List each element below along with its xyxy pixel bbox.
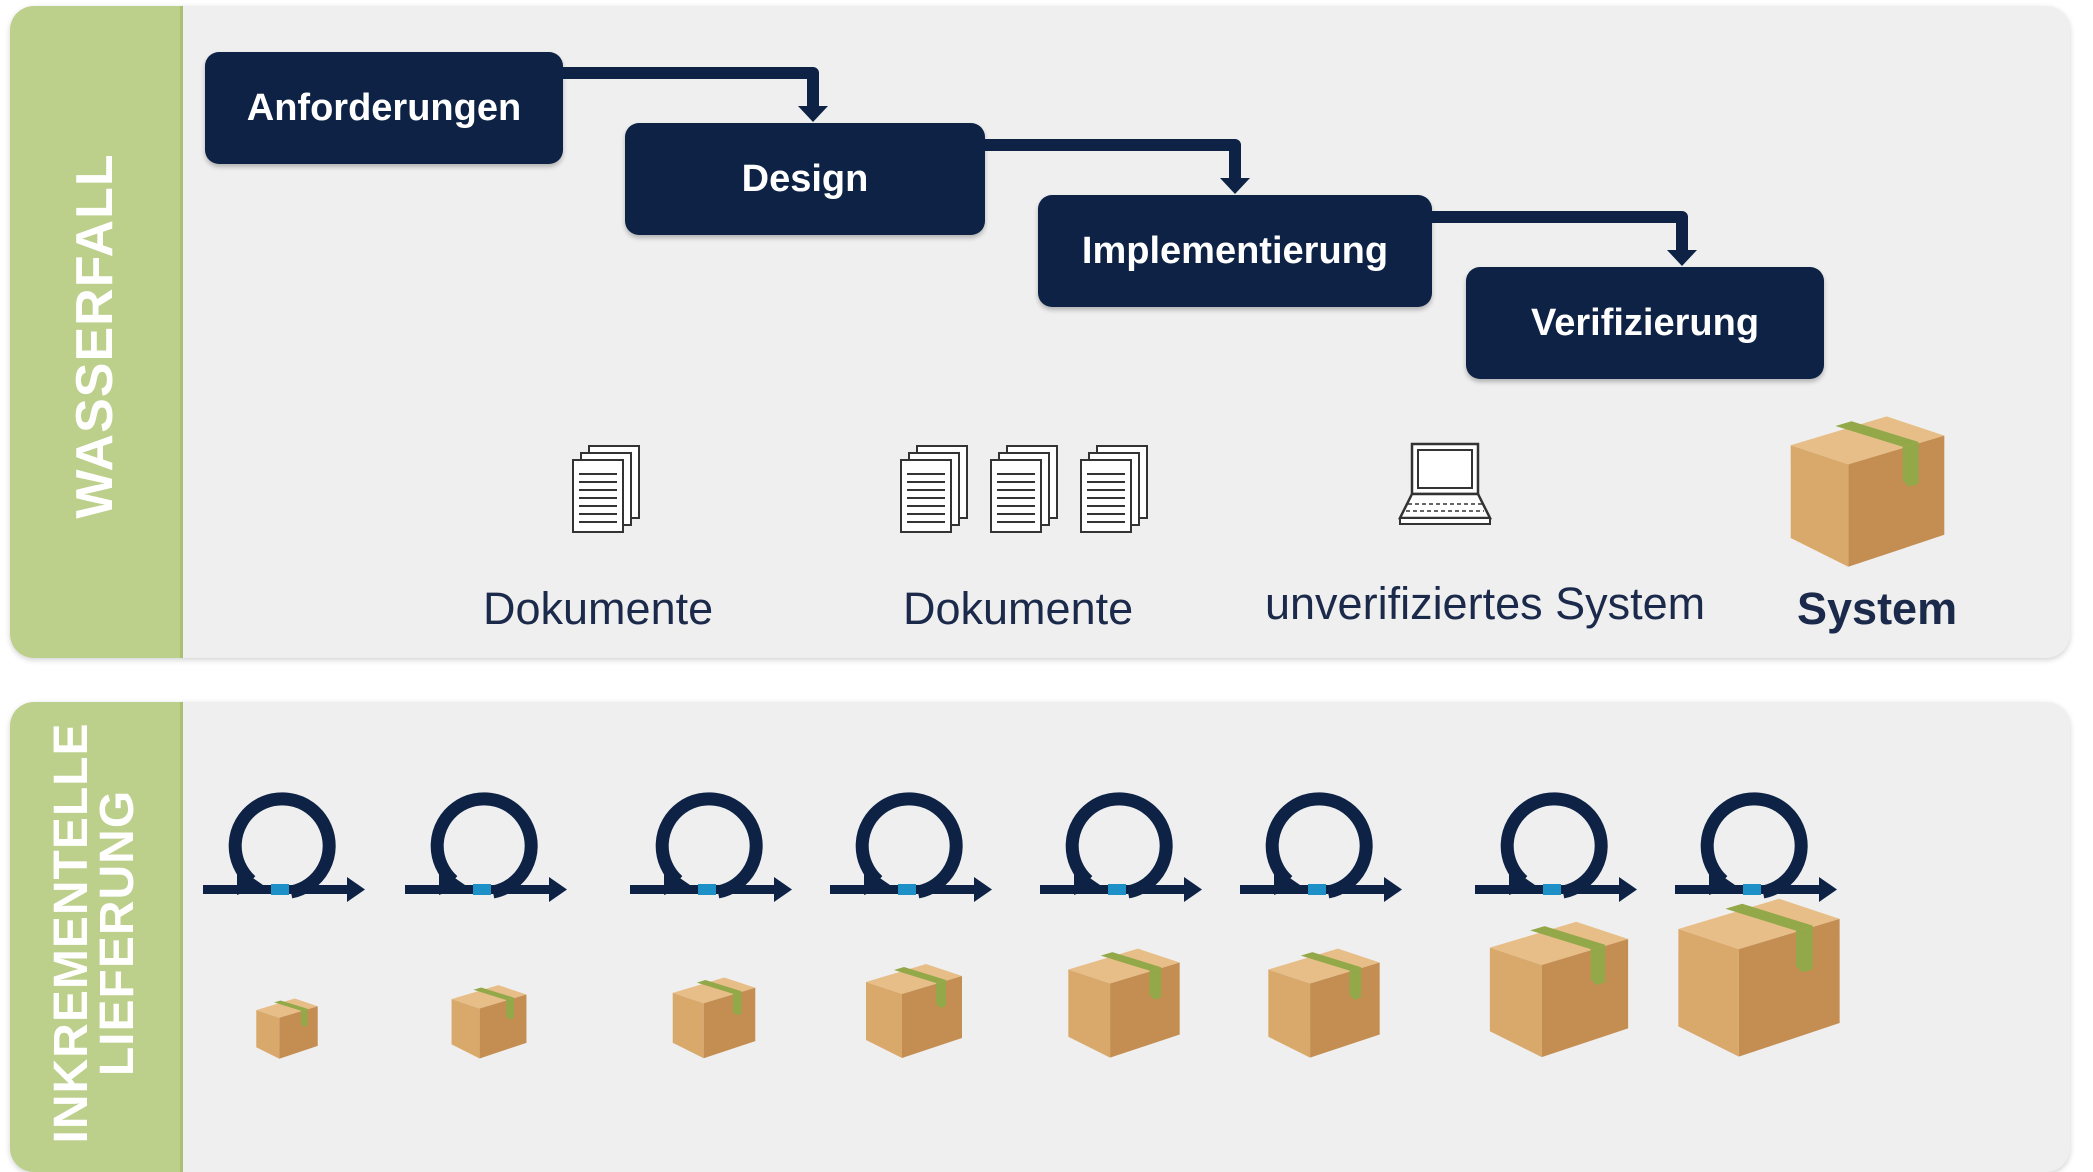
phase-implementierung-label: Implementierung bbox=[1081, 229, 1389, 272]
iteration-loop-icon bbox=[1475, 792, 1637, 902]
connector-arrow-3 bbox=[1428, 211, 1688, 252]
package-box-icon bbox=[1489, 921, 1629, 1058]
iteration-loop-icon bbox=[1040, 792, 1202, 902]
phase-anforderungen-label: Anforderungen bbox=[246, 86, 522, 129]
iteration-loop-icon bbox=[630, 792, 792, 902]
connector-arrowhead-3 bbox=[1667, 250, 1697, 266]
package-box-icon bbox=[1678, 898, 1840, 1057]
laptop-icon bbox=[1397, 442, 1493, 525]
phase-connectors bbox=[560, 67, 1697, 266]
phase-verifizierung: Verifizierung bbox=[1466, 267, 1824, 379]
package-box-icon bbox=[672, 977, 756, 1059]
incremental-side-band: INKREMENTELLE LIEFERUNG bbox=[10, 702, 183, 1172]
connector-arrow-1 bbox=[560, 67, 819, 108]
package-box-icon bbox=[1268, 948, 1380, 1058]
phase-anforderungen: Anforderungen bbox=[205, 52, 563, 164]
document-stack-icon bbox=[572, 445, 640, 533]
iteration-loop-icon bbox=[1675, 792, 1837, 902]
iteration-loop-icon bbox=[1240, 792, 1402, 902]
phase-design: Design bbox=[625, 123, 985, 235]
artifact-caption-2: Dokumente bbox=[903, 583, 1134, 634]
package-box-icon bbox=[1068, 948, 1180, 1058]
iteration-loop-icon bbox=[405, 792, 567, 902]
artifact-caption-3: unverifiziertes System bbox=[1265, 578, 1706, 629]
artifact-caption-4: System bbox=[1797, 583, 1958, 634]
system-package-box-icon bbox=[1790, 416, 1945, 567]
package-box-icon bbox=[451, 985, 527, 1059]
artifact-caption-1: Dokumente bbox=[483, 583, 714, 634]
iteration-loops bbox=[203, 792, 1837, 902]
phase-implementierung: Implementierung bbox=[1038, 195, 1432, 307]
connector-arrowhead-1 bbox=[798, 106, 828, 122]
phase-verifizierung-label: Verifizierung bbox=[1530, 301, 1760, 344]
document-stacks-icon bbox=[900, 445, 1148, 533]
waterfall-side-band: WASSERFALL bbox=[10, 6, 183, 658]
phase-design-label: Design bbox=[741, 157, 869, 200]
iteration-loop-icon bbox=[203, 792, 365, 902]
package-box-icon bbox=[866, 964, 962, 1058]
connector-arrowhead-2 bbox=[1220, 178, 1250, 194]
iteration-loop-icon bbox=[830, 792, 992, 902]
package-box-icon bbox=[256, 998, 318, 1059]
incremental-packages bbox=[256, 898, 1840, 1059]
connector-arrow-2 bbox=[982, 139, 1241, 180]
